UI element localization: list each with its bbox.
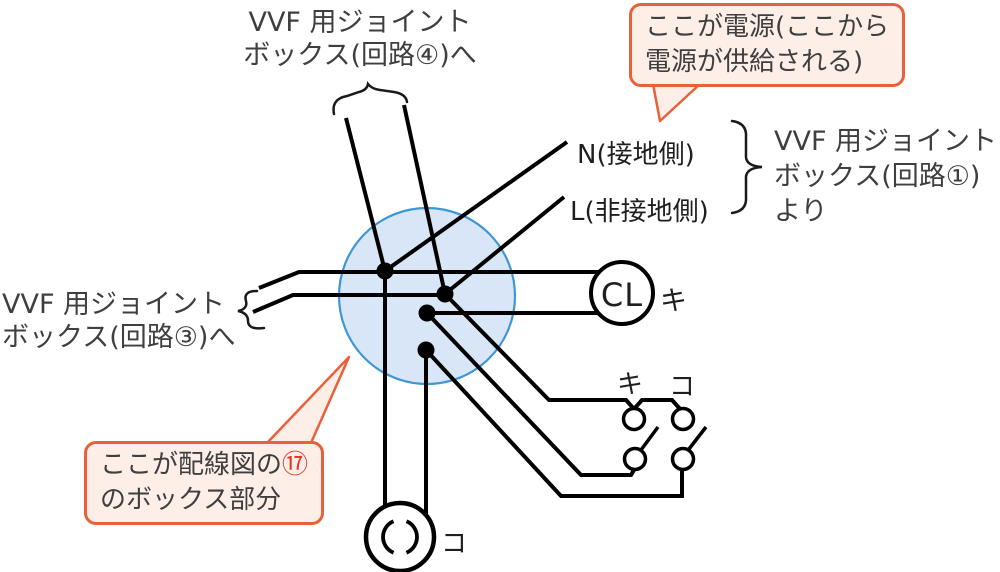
power-callout: ここが電源(ここから 電源が供給される) — [629, 3, 906, 87]
circuit4-label-line2: ボックス(回路④)へ — [243, 40, 477, 71]
switch-ko-top-contact — [670, 406, 696, 432]
switch-ki-bottom-contact — [622, 446, 648, 472]
switch-ki-top-contact — [621, 406, 647, 432]
box-callout-line1-text: ここが配線図の — [100, 450, 283, 480]
braces — [237, 81, 763, 330]
wires — [252, 104, 684, 514]
wire-circuit3-neutral — [258, 270, 601, 290]
box-callout-circled-17: ⑰ — [282, 450, 309, 480]
circuit1-label-line3: より — [774, 196, 828, 227]
junction-dots — [376, 262, 454, 359]
junction-dot-cl — [418, 304, 436, 322]
circuit3-label: VVF 用ジョイント ボックス(回路③)へ — [2, 288, 235, 354]
brace-nl — [730, 119, 763, 215]
wire-switch-ki-return — [425, 311, 636, 477]
box-callout-line1: ここが配線図の⑰ — [100, 448, 308, 483]
cl-light-circle — [589, 260, 655, 326]
power-callout-tail — [651, 82, 702, 123]
circuit1-label-line2: ボックス(回路①) — [774, 161, 981, 192]
power-callout-line2: 電源が供給される) — [645, 47, 864, 77]
cl-text: CL — [600, 276, 644, 314]
box-callout-line2: のボックス部分 — [100, 485, 282, 515]
n-label: N(接地側) — [577, 140, 695, 170]
junction-dot-live — [436, 285, 454, 303]
box-callout: ここが配線図の⑰ のボックス部分 — [84, 441, 325, 525]
l-label: L(非接地側) — [570, 197, 709, 227]
receptacle-label: コ — [441, 529, 468, 559]
junction-dot-neutral — [376, 262, 394, 280]
circuit1-label-line1: VVF 用ジョイント — [774, 126, 998, 157]
wire-l-feed — [443, 195, 566, 296]
wire-switch-ko-return — [424, 348, 684, 498]
switch-ki-label: キ — [617, 370, 644, 400]
circuit3-label-line2: ボックス(回路③)へ — [2, 322, 236, 353]
switch-ki-blade — [639, 425, 660, 452]
circuit3-label-line1: VVF 用ジョイント — [2, 289, 226, 320]
switch-ko-blade — [687, 425, 708, 451]
brace-circuit4 — [332, 81, 409, 116]
receptacle-inner-arc-left — [381, 519, 395, 555]
power-callout-line1: ここが電源(ここから — [645, 12, 890, 42]
wire-circuit4-a — [344, 117, 387, 272]
brace-circuit3 — [237, 289, 266, 330]
circuit1-label: VVF 用ジョイント ボックス(回路①) より — [774, 124, 997, 229]
switch-ko-label: コ — [669, 372, 696, 402]
circuit4-label-line1: VVF 用ジョイント — [248, 7, 472, 38]
cl-tag-label: キ — [660, 286, 687, 317]
wire-n-feed — [383, 140, 569, 273]
receptacle-inner-arc-right — [405, 519, 419, 555]
wire-circuit3-live — [252, 293, 445, 314]
circuit4-label: VVF 用ジョイント ボックス(回路④)へ — [195, 6, 525, 72]
box-callout-tail — [265, 355, 351, 445]
switch-ko-bottom-contact — [670, 446, 696, 472]
switch-contacts — [621, 406, 696, 472]
wire-circuit4-b — [402, 104, 447, 295]
junction-dot-receptacle — [417, 341, 435, 359]
receptacle-circle — [363, 500, 437, 572]
